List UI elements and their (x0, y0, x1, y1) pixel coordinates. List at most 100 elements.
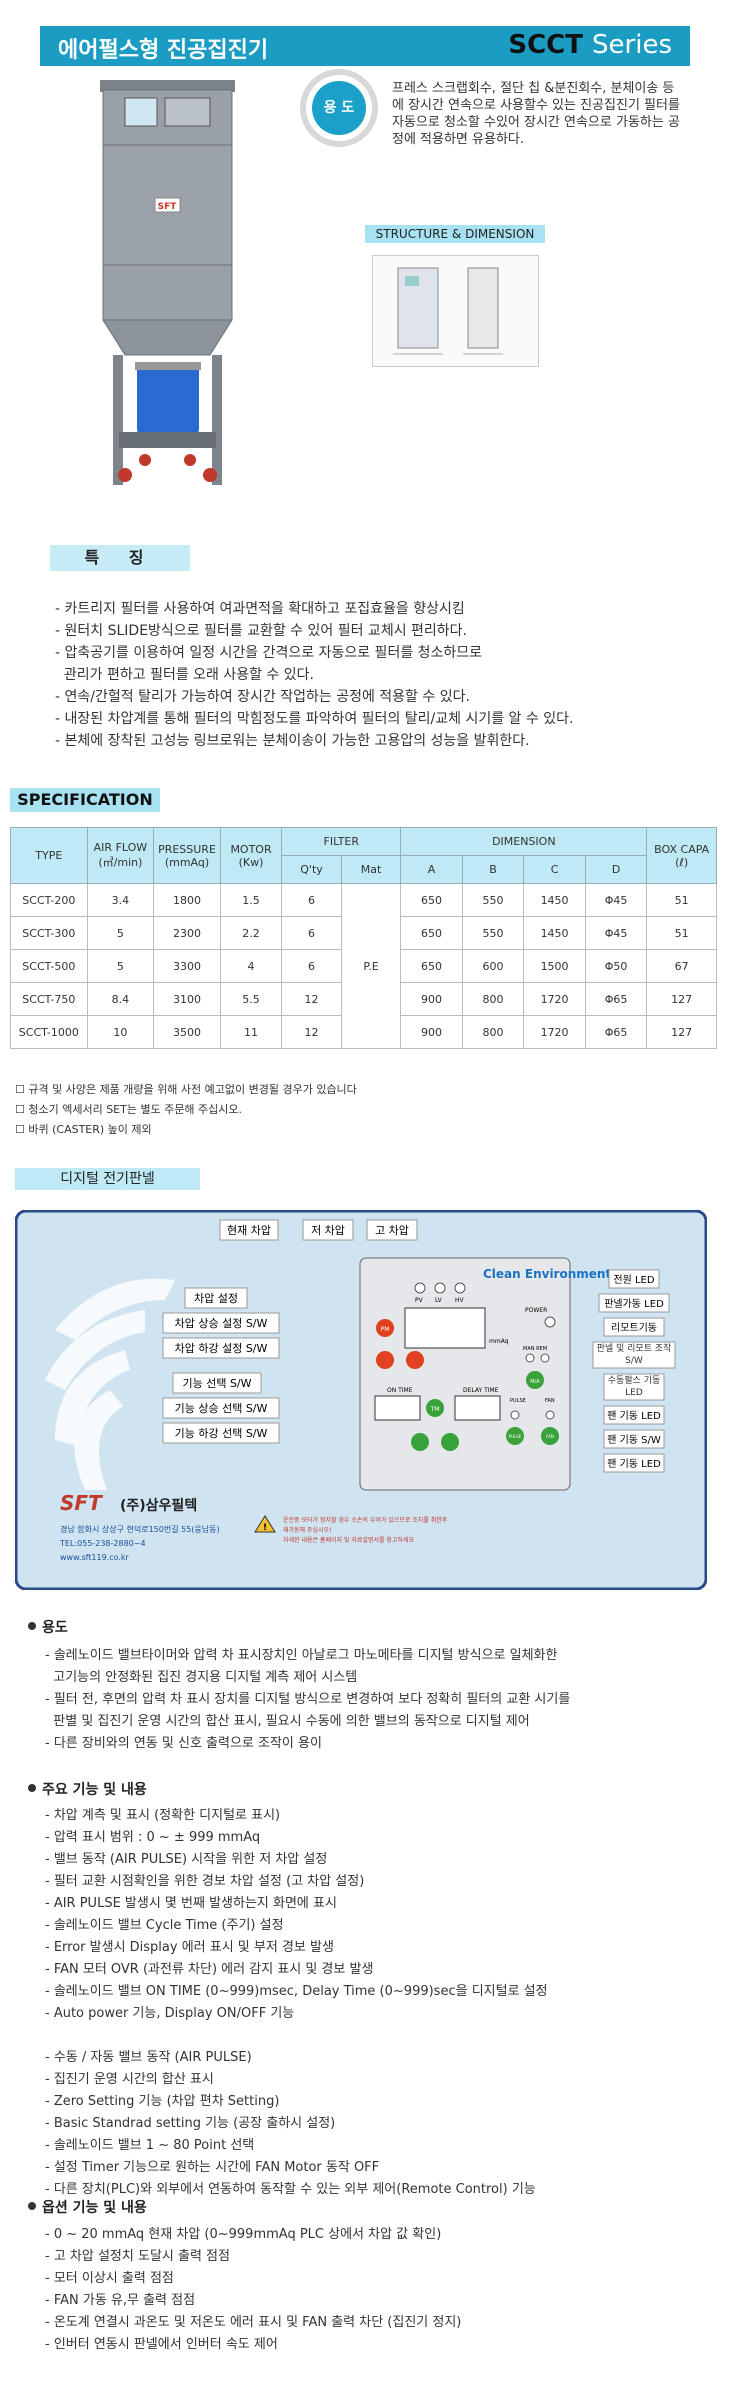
structure-label: STRUCTURE & DIMENSION (365, 225, 545, 243)
company-web: www.sft119.co.kr (60, 1553, 130, 1562)
right-label-fan-led: 팬 기동 LED (607, 1410, 661, 1422)
feature-item: - 압축공기를 이용하여 일정 시간을 간격으로 자동으로 필터를 청소하므로 (55, 645, 483, 661)
pulse-button: PULSE (509, 1434, 522, 1439)
col-a: A (400, 855, 463, 884)
feature-item: - 원터치 SLIDE방식으로 필터를 교환할 수 있어 필터 교체시 편리하다… (55, 623, 467, 639)
feature-item: 관리가 편하고 필터를 오래 사용할 수 있다. (55, 667, 315, 683)
list-item: - 솔레노이드 밸브 Cycle Time (주기) 설정 (45, 1918, 284, 1933)
feature-item: - 카트리지 필터를 사용하여 여과면적을 확대하고 포집효율을 향상시킴 (55, 601, 465, 617)
options-heading: 옵션 기능 및 내용 (28, 2197, 147, 2217)
purpose-text: 프레스 스크랩회수, 절단 칩 &분진회수, 분체이송 등에 장시간 연속으로 … (392, 81, 680, 147)
col-d: D (584, 855, 648, 884)
use-heading: 용도 (28, 1617, 68, 1637)
company-tel: TEL:055-238-2880~4 (59, 1539, 146, 1548)
model-name: SCCT (508, 30, 583, 60)
list-item: - 집진기 운영 시간의 합산 표시 (45, 2072, 214, 2087)
digital-panel-diagram: Clean Environment PV LV HV mmAq PM ON TI… (15, 1210, 707, 1590)
functions-heading: 주요 기능 및 내용 (28, 1779, 147, 1799)
right-label-fan-sw: 팬 기동 S/W (607, 1434, 661, 1446)
list-item: - 다른 장비와의 연동 및 신호 출력으로 조작이 용이 (45, 1736, 322, 1751)
right-label-power-led: 전원 LED (613, 1274, 654, 1286)
top-label-low: 저 차압 (311, 1224, 345, 1237)
list-item: - 솔레노이드 밸브타이머와 압력 차 표시장치인 아날로그 마노메타를 디지털… (45, 1648, 558, 1663)
right-label-manual-pulse: 수동펄스 기동 LED (607, 1376, 661, 1398)
spec-notes: ☐ 규격 및 사양은 제품 개량을 위해 사전 예고없이 변경될 경우가 있습니… (15, 1080, 357, 1140)
list-item: - 밸브 동작 (AIR PULSE) 시작을 위한 저 차압 설정 (45, 1852, 328, 1867)
lamp-pv: PV (415, 1297, 424, 1304)
list-item: - AIR PULSE 발생시 몇 번째 발생하는지 화면에 표시 (45, 1896, 337, 1911)
list-item: - Error 발생시 Display 에러 표시 및 부저 경보 발생 (45, 1940, 334, 1955)
list-item: - 인버터 연동시 판넬에서 인버터 속도 제어 (45, 2337, 278, 2352)
left-label-diff-down: 차압 하강 설정 S/W (175, 1341, 268, 1355)
unit-mmaq: mmAq (489, 1338, 509, 1345)
col-type: TYPE (10, 827, 88, 884)
list-item: - Auto power 기능, Display ON/OFF 기능 (45, 2006, 295, 2021)
list-item: - 0 ~ 20 mmAq 현재 차압 (0~999mmAq PLC 상에서 차… (45, 2227, 442, 2242)
col-pressure: PRESSURE(mmAq) (153, 827, 221, 884)
list-item: - 솔레노이드 밸브 1 ~ 80 Point 선택 (45, 2138, 255, 2153)
company-logo: SFT (60, 1491, 103, 1515)
feature-item: - 본체에 장착된 고성능 링브로워는 분체이송이 가능한 고용압의 성능을 발… (55, 733, 530, 749)
delay-time-label: DELAY TIME (463, 1387, 499, 1394)
list-item: - 압력 표시 범위 : 0 ~ ± 999 mmAq (45, 1830, 261, 1845)
mat-value: P.E (340, 883, 402, 1049)
feature-item: - 내장된 차압계를 통해 필터의 막힘정도를 파악하여 필터의 탈리/교체 시… (55, 711, 574, 727)
fan-label: FAN (545, 1398, 555, 1404)
pulse-label: PULSE (510, 1398, 526, 1404)
list-item: - 솔레노이드 밸브 ON TIME (0~999)msec, Delay Ti… (45, 1984, 548, 1999)
features-list: - 카트리지 필터를 사용하여 여과면적을 확대하고 포집효율을 향상시킴 - … (55, 598, 695, 752)
company-address: 경남 함화시 상상구 현덕로150번길 55(웅남동) (60, 1524, 220, 1534)
lamp-hv: HV (455, 1297, 465, 1304)
model-suffix: Series (592, 30, 672, 60)
options-list: - 0 ~ 20 mmAq 현재 차압 (0~999mmAq PLC 상에서 차… (45, 2224, 705, 2356)
use-list: - 솔레노이드 밸브타이머와 압력 차 표시장치인 아날로그 마노메타를 디지털… (45, 1645, 685, 1755)
right-label-fan-led-2: 팬 기동 LED (607, 1458, 661, 1470)
list-spacer (45, 2025, 705, 2047)
warning-line-1: 운전중 모터가 정지할 경우 소손의 우려가 있으므로 조치를 취한후 (283, 1516, 448, 1524)
col-c: C (523, 855, 586, 884)
lamp-lv: LV (435, 1297, 443, 1304)
top-label-current: 현재 차압 (227, 1224, 271, 1237)
model-series: SCCT Series (508, 30, 672, 60)
purpose-badge: 용 도 (306, 75, 372, 141)
functions-list: - 차압 계측 및 표시 (정확한 디지털로 표시) - 압력 표시 범위 : … (45, 1805, 705, 2201)
power-label: POWER (525, 1307, 547, 1314)
spec-table: TYPE AIR FLOW(㎥/min) PRESSURE(mmAq) MOTO… (10, 827, 717, 1049)
feature-item: - 연속/간헐적 탈리가 가능하여 장시간 작업하는 공정에 적용할 수 있다. (55, 689, 470, 705)
warning-line-3: 자세한 내용은 홈페이지 및 자료설명서를 참고하세요 (283, 1536, 414, 1544)
list-item: - 고 차압 설정치 도달시 출력 점점 (45, 2249, 230, 2264)
warning-line-2: 재가동해 주십시오! (283, 1526, 331, 1534)
list-item: - 다른 장치(PLC)와 외부에서 연동하여 동작할 수 있는 외부 제어(R… (45, 2182, 536, 2197)
spec-note: ☐ 규격 및 사양은 제품 개량을 위해 사전 예고없이 변경될 경우가 있습니… (15, 1083, 357, 1096)
left-label-func-down: 기능 하강 선택 S/W (175, 1426, 268, 1440)
list-item: - 온도계 연결시 과온도 및 저온도 에러 표시 및 FAN 출력 차단 (집… (45, 2315, 462, 2330)
spec-note: ☐ 청소기 엑세서리 SET는 별도 주문해 주십시오. (15, 1103, 243, 1116)
left-label-func-up: 기능 상승 선택 S/W (175, 1402, 268, 1415)
list-item: - 설정 Timer 기능으로 원하는 시간에 FAN Motor 동작 OFF (45, 2160, 380, 2175)
machine-brand: SFT (158, 202, 178, 212)
pm-button: PM (381, 1326, 390, 1333)
col-qty: Q'ty (281, 855, 342, 884)
right-label-panel-led: 판넬가동 LED (604, 1298, 664, 1310)
list-item: - FAN 모터 OVR (과전류 차단) 에러 감지 표시 및 경보 발생 (45, 1962, 374, 1977)
spec-note: ☐ 바퀴 (CASTER) 높이 제외 (15, 1123, 152, 1136)
list-item: 판별 및 집진기 운영 시간의 합산 표시, 필요시 수동에 의한 밸브의 동작… (45, 1714, 530, 1729)
list-item: - 차압 계측 및 표시 (정확한 디지털로 표시) (45, 1808, 281, 1823)
header-bar: 에어펄스형 진공집진기 SCCT Series (40, 26, 690, 66)
structure-diagram (372, 255, 539, 367)
list-item: 고기능의 안정화된 집진 경지용 디지털 계측 제어 시스템 (45, 1670, 358, 1685)
left-label-diff-set: 차압 설정 (194, 1292, 238, 1305)
panel-title: 디지털 전기판넬 (15, 1168, 200, 1190)
list-item: - 수동 / 자동 밸브 동작 (AIR PULSE) (45, 2050, 252, 2065)
on-time-label: ON TIME (387, 1387, 413, 1394)
right-label-remote: 리모트기동 (611, 1322, 657, 1334)
purpose-badge-label: 용 도 (312, 81, 366, 135)
page-title: 에어펄스형 진공집진기 (58, 38, 269, 63)
col-b: B (461, 855, 525, 884)
list-item: - FAN 가동 유,무 출력 점점 (45, 2293, 196, 2308)
col-motor: MOTOR(Kw) (219, 827, 283, 884)
